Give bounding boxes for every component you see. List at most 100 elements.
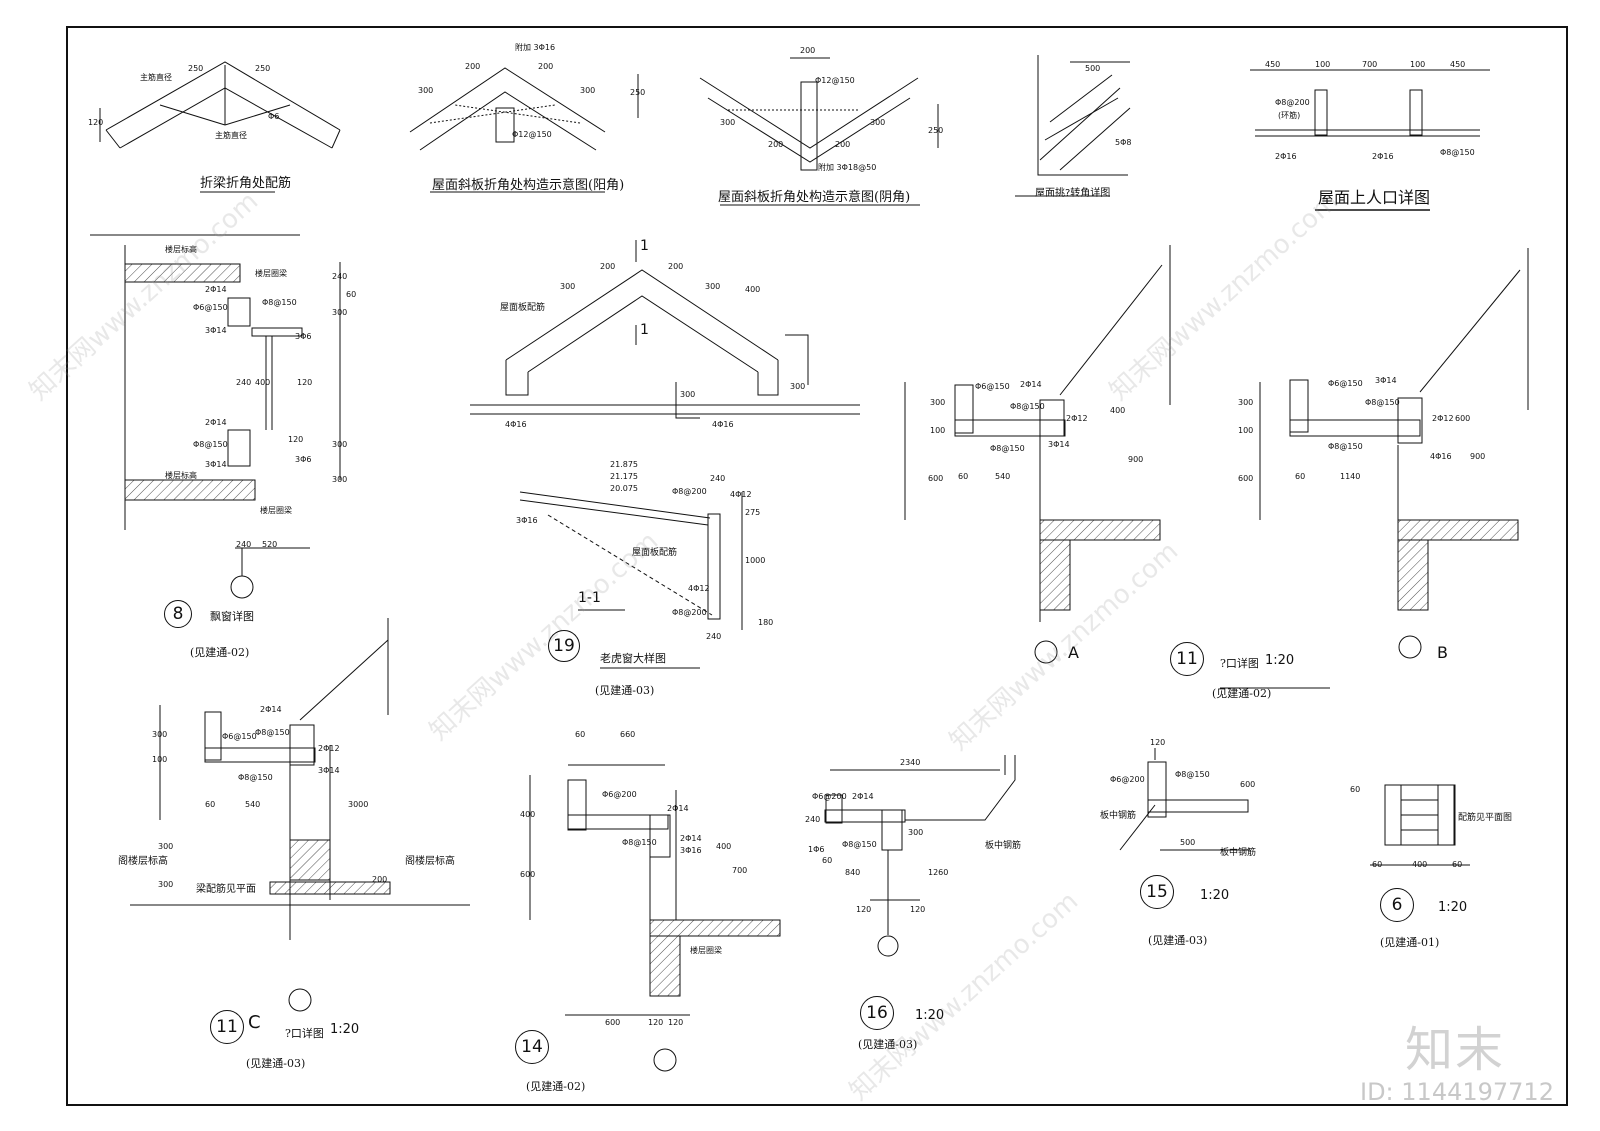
bay-window-title: 飘窗详图 bbox=[210, 610, 254, 623]
detail-roof-access bbox=[1250, 69, 1490, 211]
dim-label: Φ8@150 bbox=[1328, 442, 1363, 451]
dim-label: 300 bbox=[580, 86, 596, 95]
dim-label: 120 bbox=[648, 1018, 664, 1027]
detail-eave-corner bbox=[1015, 55, 1131, 197]
dim-label: 120 bbox=[910, 905, 926, 914]
dim-label: 3Φ6 bbox=[295, 332, 312, 341]
dim-label: 60 bbox=[575, 730, 586, 739]
dim-label: 2Φ16 bbox=[1372, 152, 1394, 161]
scale-label: 1:20 bbox=[330, 1022, 360, 1037]
dim-label: 2Φ14 bbox=[1020, 380, 1042, 389]
dim-label: 120 bbox=[88, 118, 104, 127]
dim-label: 3Φ16 bbox=[680, 846, 702, 855]
dim-label: 4Φ16 bbox=[505, 420, 527, 429]
dim-label: 3Φ14 bbox=[1375, 376, 1397, 385]
detail-eave-b bbox=[1220, 248, 1529, 689]
eave-detail-title: ?口详图 bbox=[285, 1027, 324, 1040]
dim-label: 1140 bbox=[1340, 472, 1361, 481]
detail-16-ref: (见建通-03) bbox=[858, 1038, 918, 1051]
dim-label: 400 bbox=[745, 285, 761, 294]
dim-label: 2340 bbox=[900, 758, 921, 767]
section-cut-label: 1 bbox=[640, 322, 649, 338]
dim-label: 400 bbox=[1110, 406, 1126, 415]
detail-mark-b: B bbox=[1437, 643, 1448, 662]
dim-label: 楼层圈梁 bbox=[255, 269, 287, 278]
dim-label: 60 bbox=[958, 472, 969, 481]
detail-bay-window bbox=[90, 234, 341, 599]
dim-label: 2Φ14 bbox=[852, 792, 874, 801]
elevation-label: 21.875 bbox=[610, 460, 638, 469]
dim-label: 2Φ14 bbox=[260, 705, 282, 714]
dim-label: 2Φ12 bbox=[1432, 414, 1454, 423]
dim-label: Φ6 bbox=[268, 112, 280, 121]
dim-label: 200 bbox=[835, 140, 851, 149]
dim-label: 200 bbox=[600, 262, 616, 271]
dim-label: 300 bbox=[1238, 398, 1254, 407]
dim-label: Φ8@200 bbox=[672, 487, 707, 496]
scale-label: 1:20 bbox=[1200, 888, 1230, 903]
detail-number-15: 15 bbox=[1140, 875, 1174, 909]
dim-label: 2Φ12 bbox=[318, 744, 340, 753]
detail-number-19: 19 bbox=[548, 630, 580, 662]
dim-label: 4Φ16 bbox=[1430, 452, 1452, 461]
detail-slab-outer-corner bbox=[409, 67, 639, 193]
dim-label: 500 bbox=[1085, 64, 1101, 73]
slab-rebar-label: 板中钢筋 bbox=[1220, 848, 1257, 858]
dim-label: 60 bbox=[1452, 860, 1463, 869]
dim-label: 主筋直径 bbox=[140, 73, 172, 82]
dim-label: 4Φ12 bbox=[730, 490, 752, 499]
dim-label: 120 bbox=[297, 378, 313, 387]
roof-access-title: 屋面上人口详图 bbox=[1318, 188, 1431, 207]
dim-label: 400 bbox=[255, 378, 271, 387]
dim-label: 60 bbox=[1350, 785, 1361, 794]
dim-label: Φ8@150 bbox=[1010, 402, 1045, 411]
dim-label: 2Φ16 bbox=[1275, 152, 1297, 161]
dim-label: 520 bbox=[262, 540, 278, 549]
dim-label: 2Φ14 bbox=[205, 285, 227, 294]
dim-label: 900 bbox=[1128, 455, 1144, 464]
sheet-frame bbox=[66, 26, 1568, 1106]
dim-label: 120 bbox=[288, 435, 304, 444]
inner-corner-title: 屋面斜板折角处构造示意图(阴角) bbox=[718, 190, 911, 205]
slab-rebar-label: 板中钢筋 bbox=[1100, 811, 1137, 821]
dim-label: 300 bbox=[908, 828, 924, 837]
dim-label: Φ8@150 bbox=[1175, 770, 1210, 779]
dim-label: 3Φ6 bbox=[295, 455, 312, 464]
dim-label: 300 bbox=[560, 282, 576, 291]
attic-level-label: 阁楼层标高 bbox=[405, 856, 455, 867]
dim-label: 60 bbox=[1295, 472, 1306, 481]
dim-label: 屋面板配筋 bbox=[632, 548, 678, 558]
dim-label: 275 bbox=[745, 508, 761, 517]
dim-label: 240 bbox=[805, 815, 821, 824]
dim-label: Φ8@150 bbox=[622, 838, 657, 847]
dim-label: 450 bbox=[1450, 60, 1466, 69]
dim-label: 100 bbox=[152, 755, 168, 764]
dim-label: 700 bbox=[1362, 60, 1378, 69]
slab-rebar-label: 板中钢筋 bbox=[985, 841, 1022, 851]
watermark-id: ID: 1144197712 bbox=[1360, 1078, 1554, 1106]
detail-dormer bbox=[470, 240, 860, 669]
section-mark: 1-1 bbox=[578, 590, 601, 606]
detail-number-11: 11 bbox=[210, 1010, 244, 1044]
dim-label: 附加 3Φ16 bbox=[515, 43, 556, 52]
dim-label: 300 bbox=[332, 308, 348, 317]
eave-detail-ref: (见建通-02) bbox=[1212, 687, 1272, 700]
dim-label: 120 bbox=[668, 1018, 684, 1027]
detail-mark-c: C bbox=[248, 1012, 261, 1033]
dim-label: Φ8@150 bbox=[1440, 148, 1475, 157]
dim-label: 300 bbox=[790, 382, 806, 391]
dim-label: 60 bbox=[205, 800, 216, 809]
detail-15 bbox=[1119, 748, 1250, 851]
detail-number-6: 6 bbox=[1380, 888, 1414, 922]
dim-label: 300 bbox=[332, 475, 348, 484]
elevation-label: 21.175 bbox=[610, 472, 638, 481]
dim-label: Φ8@150 bbox=[842, 840, 877, 849]
dim-label: 200 bbox=[800, 46, 816, 55]
detail-eave-a bbox=[904, 245, 1171, 664]
dim-label: 600 bbox=[605, 1018, 621, 1027]
dim-label: 200 bbox=[668, 262, 684, 271]
detail-mark-a: A bbox=[1068, 643, 1079, 662]
dim-label: 300 bbox=[930, 398, 946, 407]
dim-label: 楼层标高 bbox=[165, 245, 197, 254]
